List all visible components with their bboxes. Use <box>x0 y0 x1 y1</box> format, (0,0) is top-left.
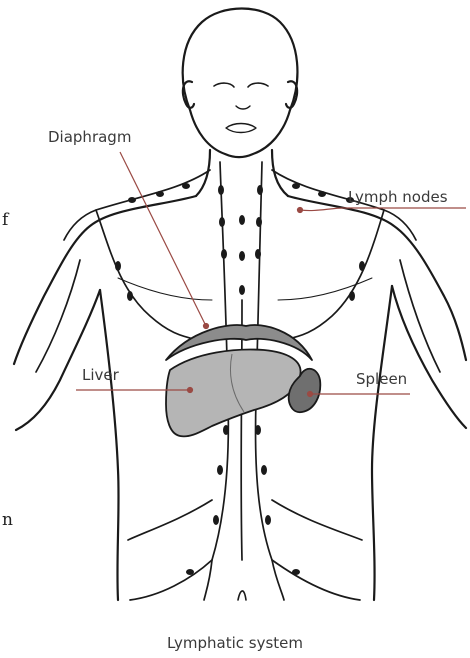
left-shoulder-arm <box>14 196 196 364</box>
torso-right <box>372 286 392 600</box>
vessel-left-arm <box>96 210 198 340</box>
lips <box>226 124 256 133</box>
nose <box>236 106 250 109</box>
vessel-pelvis-right <box>272 560 360 600</box>
right-eye <box>248 83 268 87</box>
liver-leader-dot <box>188 388 193 393</box>
torso-left <box>100 290 119 600</box>
vessel-left-forearm <box>36 260 80 372</box>
figure-caption: Lymphatic system <box>0 634 470 652</box>
vessel-branch-right <box>272 500 362 540</box>
body-outline <box>14 9 466 601</box>
head-outline <box>183 9 298 158</box>
spleen-label: Spleen <box>356 370 407 388</box>
vessel-right-leg <box>272 560 284 600</box>
left-inner-arm <box>16 290 100 430</box>
right-shoulder-arm <box>288 196 466 360</box>
neck-left <box>196 150 210 196</box>
diaphragm-label: Diaphragm <box>48 128 131 146</box>
left-eye <box>214 83 234 87</box>
groin <box>238 591 246 600</box>
vessel-pelvis-left <box>130 560 212 600</box>
lymph-nodes-label: Lymph nodes <box>348 188 448 206</box>
vessel-branch-left <box>128 500 212 540</box>
diaphragm-leader-dot <box>204 324 209 329</box>
liver-organ <box>166 350 301 437</box>
vessel-right-arm <box>284 210 384 340</box>
diaphragm-leader <box>120 152 206 326</box>
lymph-nodes-leader-dot <box>298 208 303 213</box>
right-inner-arm <box>392 286 466 428</box>
spleen-leader-dot <box>308 392 313 397</box>
edge-glyph-bottom: n <box>2 510 13 530</box>
edge-glyph-top: f <box>2 210 8 230</box>
liver-label: Liver <box>82 366 119 384</box>
neck-right <box>272 150 288 196</box>
